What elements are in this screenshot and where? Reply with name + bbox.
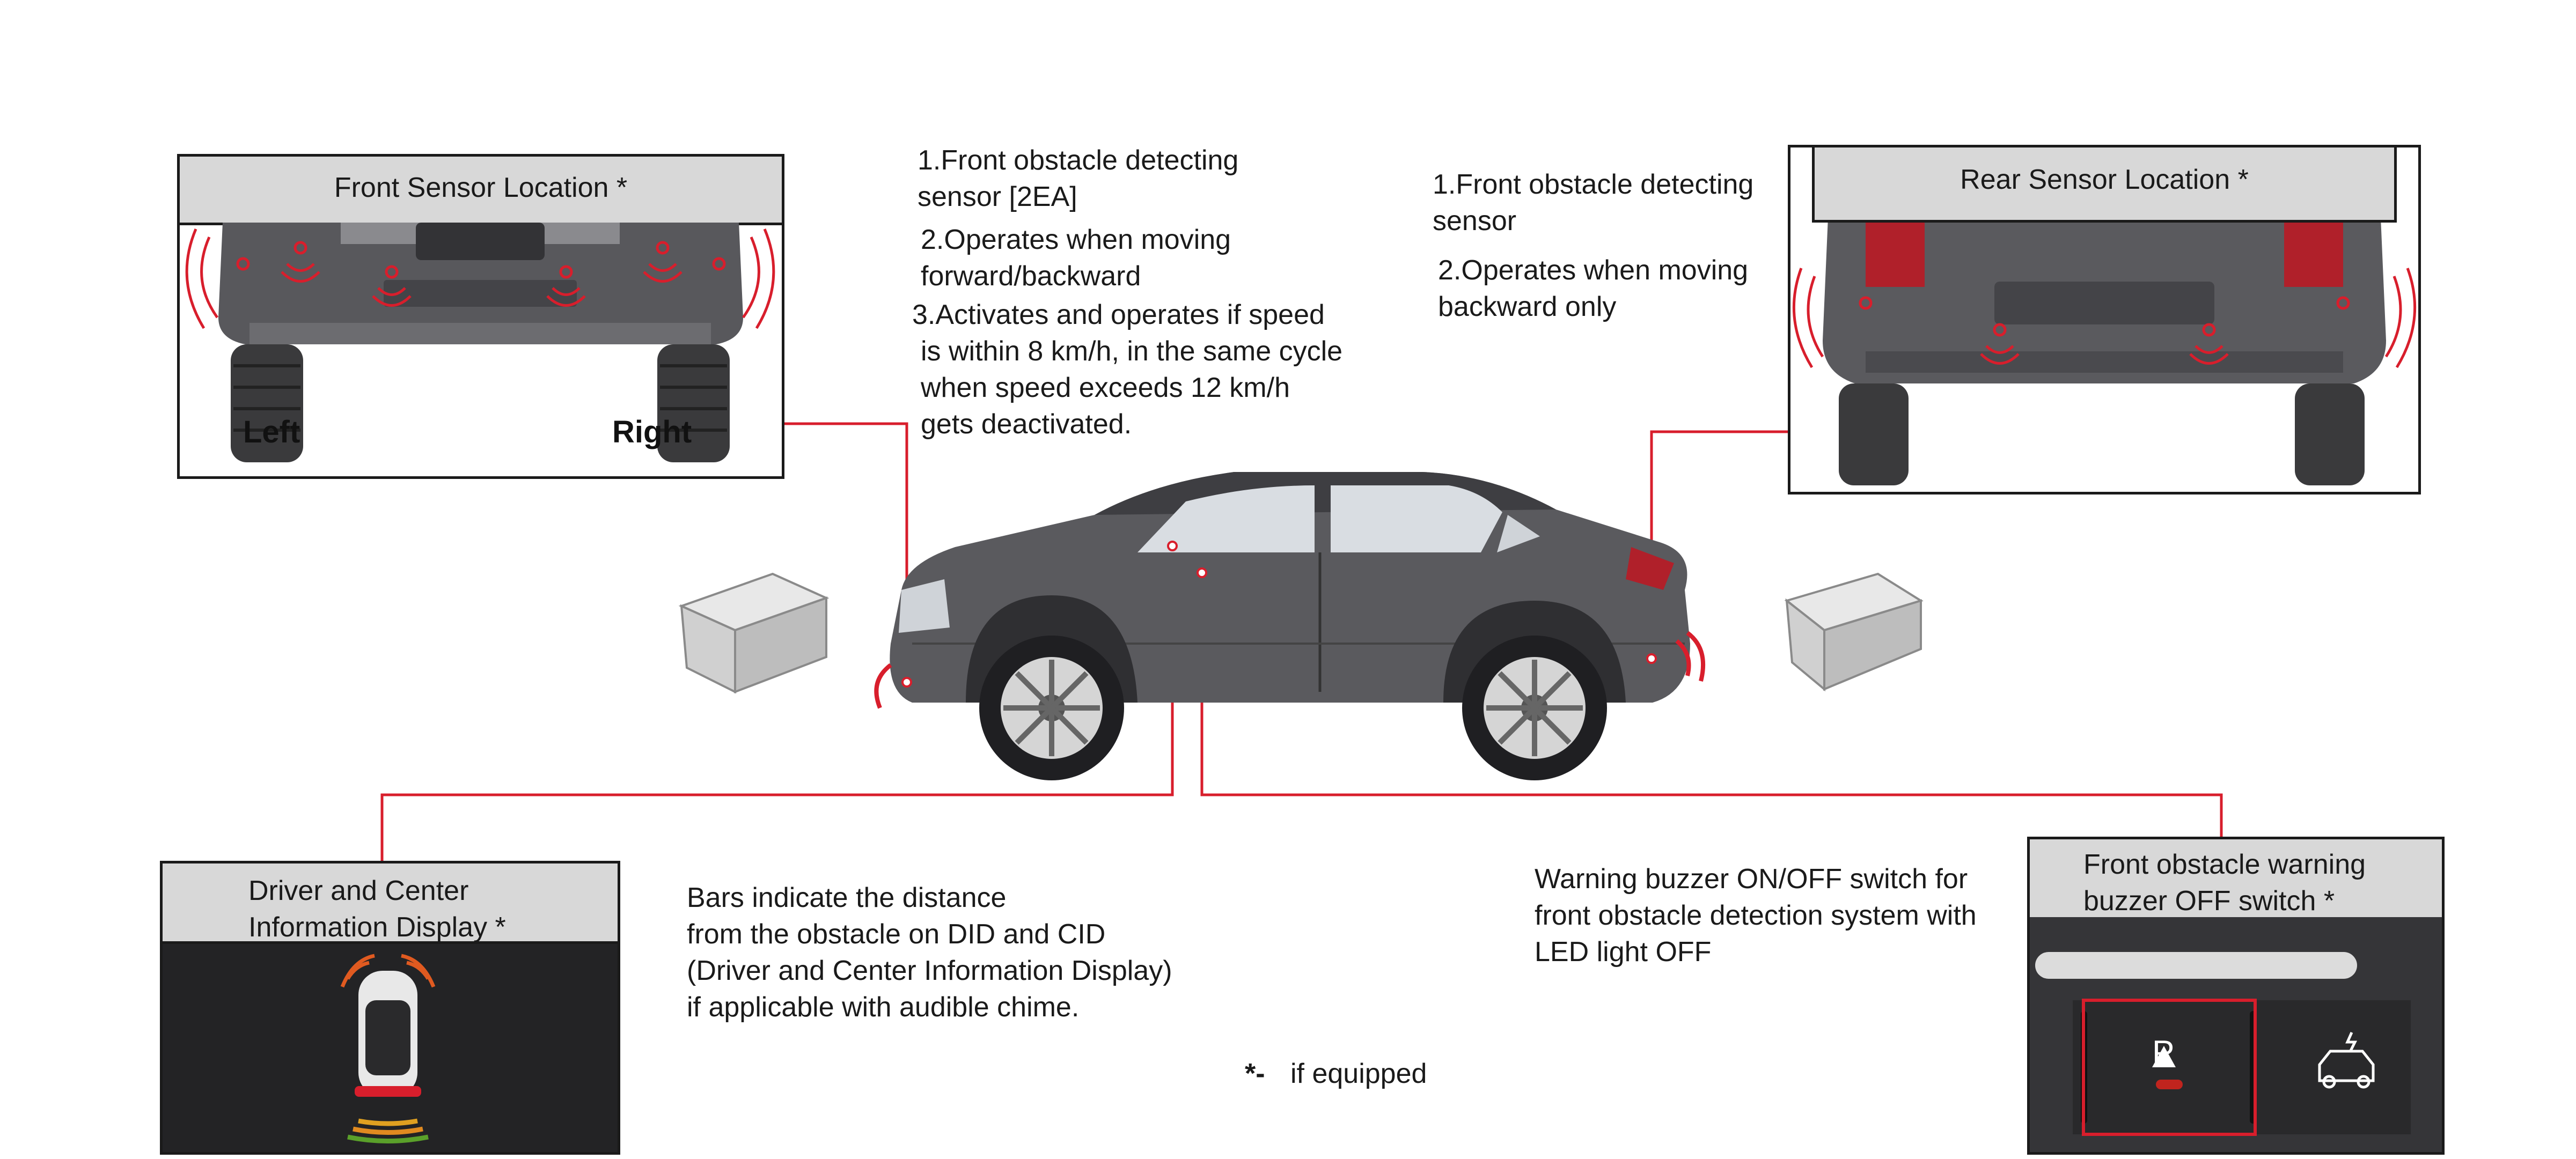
display-note-line1: Bars indicate the distance [687, 882, 1007, 913]
front-obstacle-box [678, 572, 830, 694]
front-right-label: Right [612, 415, 692, 449]
display-car-illustration [340, 954, 436, 1143]
switch-title: Front obstacle warning buzzer OFF switch… [2030, 839, 2442, 920]
buzzer-note-line1: Warning buzzer ON/OFF switch for [1535, 863, 1968, 895]
front-bumper-illustration [185, 223, 775, 462]
rear-obstacle-box [1784, 572, 1924, 692]
switch-title-line1: Front obstacle warning [2083, 849, 2366, 880]
display-note-line2: from the obstacle on DID and CID [687, 919, 1106, 950]
front-note-line4: forward/backward [921, 261, 1141, 292]
front-note-line3: 2.Operates when moving [921, 224, 1231, 255]
front-wheel [979, 636, 1124, 780]
front-sensor-box: Front Sensor Location * [177, 154, 784, 479]
display-note-line3: (Driver and Center Information Display) [687, 955, 1172, 986]
rear-bumper-illustration [1792, 217, 2417, 485]
display-title: Driver and Center Information Display * [163, 863, 618, 944]
front-sensor-title-text: Front Sensor Location * [334, 172, 628, 203]
warning-triangle-icon [2152, 1046, 2176, 1067]
rear-note-line4: backward only [1438, 291, 1617, 322]
buzzer-note-line2: front obstacle detection system with [1535, 900, 1977, 931]
led-indicator [2156, 1080, 2183, 1089]
front-note-line2: sensor [2EA] [918, 181, 1077, 212]
front-note-line1: 1.Front obstacle detecting [918, 145, 1239, 176]
front-note-line5: 3.Activates and operates if speed [912, 299, 1325, 330]
front-note-line6: is within 8 km/h, in the same cycle [921, 336, 1343, 367]
buzzer-note-line3: LED light OFF [1535, 936, 1712, 968]
display-note-line4: if applicable with audible chime. [687, 992, 1080, 1023]
rear-sensor-title-text: Rear Sensor Location * [1960, 164, 2249, 195]
ev-charging-icon [2318, 1031, 2375, 1089]
front-note-line8: gets deactivated. [921, 409, 1132, 440]
switch-title-line2: buzzer OFF switch * [2083, 885, 2335, 917]
display-title-line1: Driver and Center [248, 875, 469, 906]
front-sensor-title: Front Sensor Location * [180, 157, 782, 225]
switch-panel-illustration [2030, 917, 2442, 1152]
rear-sensor-title: Rear Sensor Location * [1812, 147, 2397, 223]
rear-note-line1: 1.Front obstacle detecting [1433, 169, 1754, 200]
front-note-line7: when speed exceeds 12 km/h [921, 372, 1290, 403]
rear-note-line2: sensor [1433, 205, 1517, 237]
front-left-label: Left [243, 415, 300, 449]
footnote-text: if equipped [1290, 1058, 1427, 1089]
switch-box: Front obstacle warning buzzer OFF switch… [2027, 837, 2445, 1155]
display-box: Driver and Center Information Display * [160, 861, 620, 1155]
footnote-star: *- [1245, 1058, 1265, 1089]
display-title-line2: Information Display * [248, 911, 506, 943]
rear-wheel [1462, 636, 1607, 780]
rear-sensor-box: Rear Sensor Location * [1788, 145, 2421, 494]
rear-note-line3: 2.Operates when moving [1438, 255, 1749, 286]
parking-button-glyph[interactable]: P [2152, 1034, 2175, 1071]
